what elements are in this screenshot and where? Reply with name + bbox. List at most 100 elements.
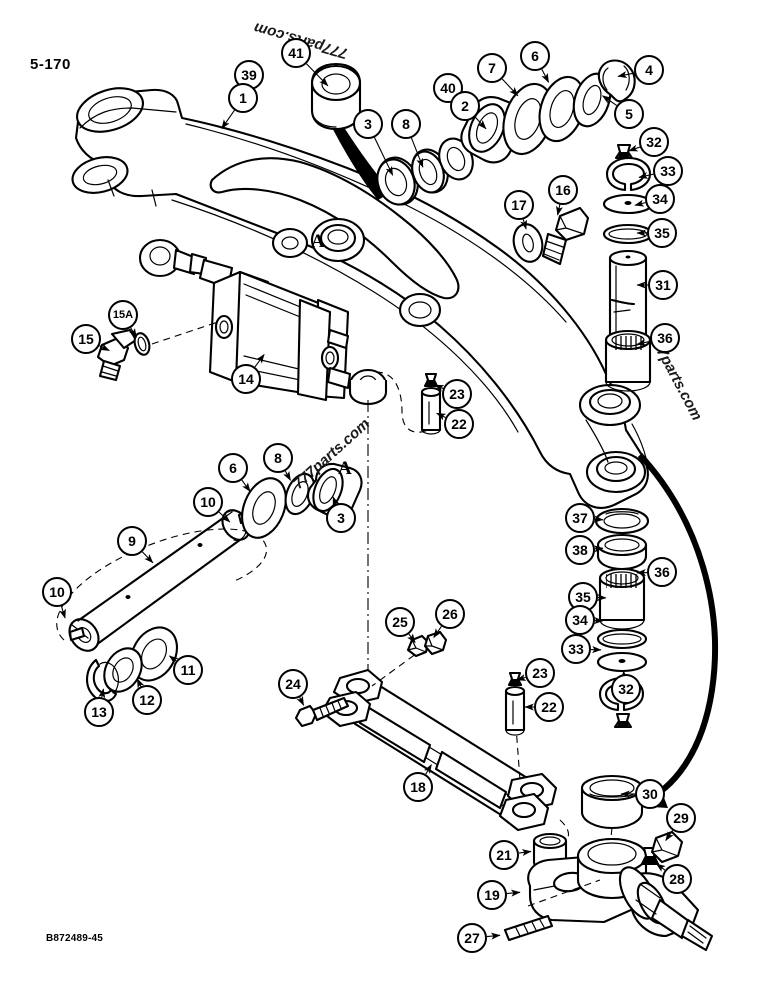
seal-part-8-upper	[411, 150, 445, 194]
leader-line-25	[407, 633, 416, 644]
callout-12[interactable]: 12	[132, 685, 162, 715]
callout-13[interactable]: 13	[84, 697, 114, 727]
callout-30[interactable]: 30	[635, 779, 665, 809]
callout-27[interactable]: 27	[457, 923, 487, 953]
callout-22[interactable]: 22	[444, 409, 474, 439]
page-number: 5-170	[30, 56, 71, 73]
callout-35[interactable]: 35	[647, 218, 677, 248]
grease-fitting-part-23-upper	[423, 372, 439, 388]
leader-line-37	[593, 515, 604, 523]
callout-25[interactable]: 25	[385, 607, 415, 637]
leader-line-6	[541, 69, 550, 83]
callout-4[interactable]: 4	[634, 55, 664, 85]
nut-part-29	[650, 830, 684, 864]
leader-line-17	[520, 219, 528, 230]
leader-line-2	[474, 116, 487, 130]
callout-5[interactable]: 5	[614, 99, 644, 129]
callout-32[interactable]: 32	[611, 674, 641, 704]
callout-26[interactable]: 26	[435, 599, 465, 629]
callout-24[interactable]: 24	[278, 669, 308, 699]
callout-36[interactable]: 36	[647, 557, 677, 587]
thrust-washer-part-6-lower	[241, 477, 287, 539]
steering-cylinder-part-14	[138, 238, 388, 406]
callout-8[interactable]: 8	[263, 443, 293, 473]
leader-line-23	[516, 674, 527, 681]
leader-line-26	[433, 626, 442, 638]
o-ring-part-15a	[133, 332, 151, 356]
leader-line-41	[306, 63, 329, 87]
axle-housing-part-1	[71, 87, 649, 509]
callout-7[interactable]: 7	[477, 53, 507, 83]
callout-17[interactable]: 17	[504, 190, 534, 220]
assembly-line-15a	[151, 321, 219, 345]
callout-23[interactable]: 23	[525, 658, 555, 688]
callout-34[interactable]: 34	[645, 184, 675, 214]
roll-pin-part-27	[503, 914, 554, 942]
callout-28[interactable]: 28	[662, 864, 692, 894]
leader-line-1	[221, 109, 235, 129]
callout-38[interactable]: 38	[565, 535, 595, 565]
callout-15[interactable]: 15	[71, 324, 101, 354]
callout-16[interactable]: 16	[548, 175, 578, 205]
pointer-sweep-knuckle	[637, 452, 718, 803]
callout-31[interactable]: 31	[648, 270, 678, 300]
callout-23[interactable]: 23	[442, 379, 472, 409]
callout-34[interactable]: 34	[565, 605, 595, 635]
leader-line-14	[254, 353, 265, 368]
washer-part-5	[572, 72, 612, 128]
callout-19[interactable]: 19	[477, 880, 507, 910]
leader-line-36	[636, 338, 651, 346]
callout-41[interactable]: 41	[281, 38, 311, 68]
callout-2[interactable]: 2	[450, 91, 480, 121]
drawing-number: B872489-45	[46, 933, 104, 944]
needle-bearing-part-36-lower	[598, 567, 646, 630]
leader-line-10	[59, 606, 66, 619]
leader-line-23	[434, 384, 445, 392]
grease-fitting-part-32-lower	[613, 712, 633, 729]
callout-8[interactable]: 8	[391, 109, 421, 139]
elbow-fitting-part-15	[96, 328, 138, 382]
callout-10[interactable]: 10	[193, 487, 223, 517]
pin-part-22-upper	[420, 386, 442, 435]
leader-line-24	[296, 695, 305, 706]
o-ring-part-35-lower	[596, 628, 648, 650]
bearing-part-30	[580, 774, 644, 830]
leader-line-10	[218, 511, 231, 523]
grease-fitting-part-32-upper	[614, 143, 634, 160]
callout-29[interactable]: 29	[666, 803, 696, 833]
callout-10[interactable]: 10	[42, 577, 72, 607]
callout-3[interactable]: 3	[326, 503, 356, 533]
callout-18[interactable]: 18	[403, 772, 433, 802]
snap-ring-part-13	[86, 658, 119, 703]
callout-32[interactable]: 32	[639, 127, 669, 157]
callout-14[interactable]: 14	[231, 364, 261, 394]
callout-6[interactable]: 6	[218, 453, 248, 483]
callout-21[interactable]: 21	[489, 840, 519, 870]
leader-line-6	[241, 479, 251, 493]
callout-40[interactable]: 40	[433, 73, 463, 103]
leader-line-38	[593, 545, 604, 553]
callout-33[interactable]: 33	[561, 634, 591, 664]
washer-part-17	[512, 223, 544, 263]
leader-line-8	[410, 137, 424, 168]
callout-15a[interactable]: 15A	[108, 300, 138, 330]
callout-22[interactable]: 22	[534, 692, 564, 722]
callout-1[interactable]: 1	[228, 83, 258, 113]
cap-screw-part-16	[541, 206, 590, 266]
callout-9[interactable]: 9	[117, 526, 147, 556]
callout-36[interactable]: 36	[650, 323, 680, 353]
cap-screw-part-24	[294, 696, 350, 728]
callout-33[interactable]: 33	[653, 156, 683, 186]
callout-37[interactable]: 37	[565, 503, 595, 533]
assembly-line-25-26	[371, 647, 425, 687]
washer-part-38	[596, 533, 648, 571]
callout-6[interactable]: 6	[520, 41, 550, 71]
leader-line-15A	[128, 327, 137, 338]
retaining-ring-part-33-upper	[605, 156, 652, 192]
callout-3[interactable]: 3	[353, 109, 383, 139]
leader-line-29	[665, 830, 674, 841]
callout-11[interactable]: 11	[173, 655, 203, 685]
thrust-washer-part-6	[538, 75, 586, 143]
leader-line-15	[99, 343, 110, 352]
